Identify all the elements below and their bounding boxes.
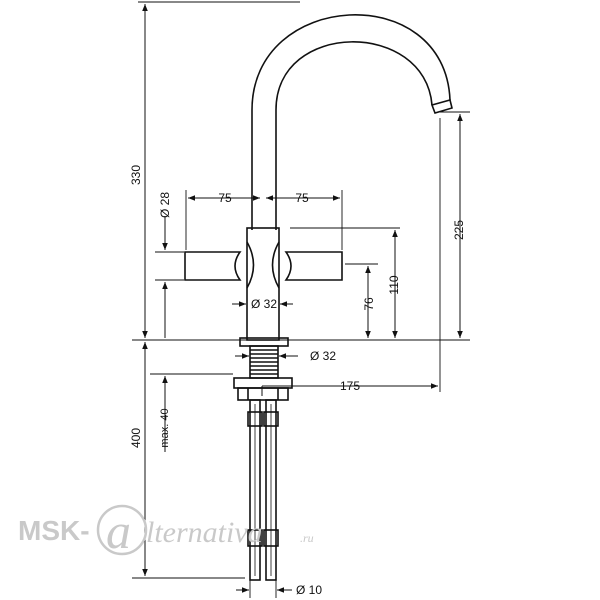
- faucet-body: [246, 227, 280, 341]
- label-max-40: max. 40: [159, 408, 171, 447]
- spout: [251, 14, 451, 230]
- watermark-suffix: lternativa: [146, 516, 263, 549]
- watermark: MSK- a lternativa .ru: [18, 503, 314, 559]
- label-175: 175: [340, 379, 360, 393]
- watermark-tld: .ru: [300, 531, 314, 545]
- watermark-prefix: MSK-: [18, 515, 90, 546]
- dimension-labels: 330 225 400 75 75 Ø 28 Ø 32 110 76 Ø 32 …: [129, 165, 466, 597]
- label-dia-32-body: Ø 32: [251, 297, 277, 311]
- label-225: 225: [452, 220, 466, 240]
- extension-lines: [132, 1, 470, 598]
- label-400: 400: [129, 428, 143, 448]
- label-110: 110: [387, 275, 401, 294]
- label-dia-32-base: Ø 32: [310, 349, 336, 363]
- label-76: 76: [362, 297, 376, 311]
- label-330: 330: [129, 165, 143, 185]
- dimension-lines: [142, 3, 463, 593]
- faucet-outline: [184, 14, 453, 581]
- hose-left: [249, 399, 261, 581]
- right-handle: [284, 251, 343, 281]
- label-dia-10: Ø 10: [296, 583, 322, 597]
- hose-right: [265, 399, 277, 581]
- label-75-right: 75: [295, 191, 309, 205]
- label-75-left: 75: [218, 191, 232, 205]
- left-handle: [184, 251, 242, 281]
- label-dia-28: Ø 28: [158, 192, 172, 218]
